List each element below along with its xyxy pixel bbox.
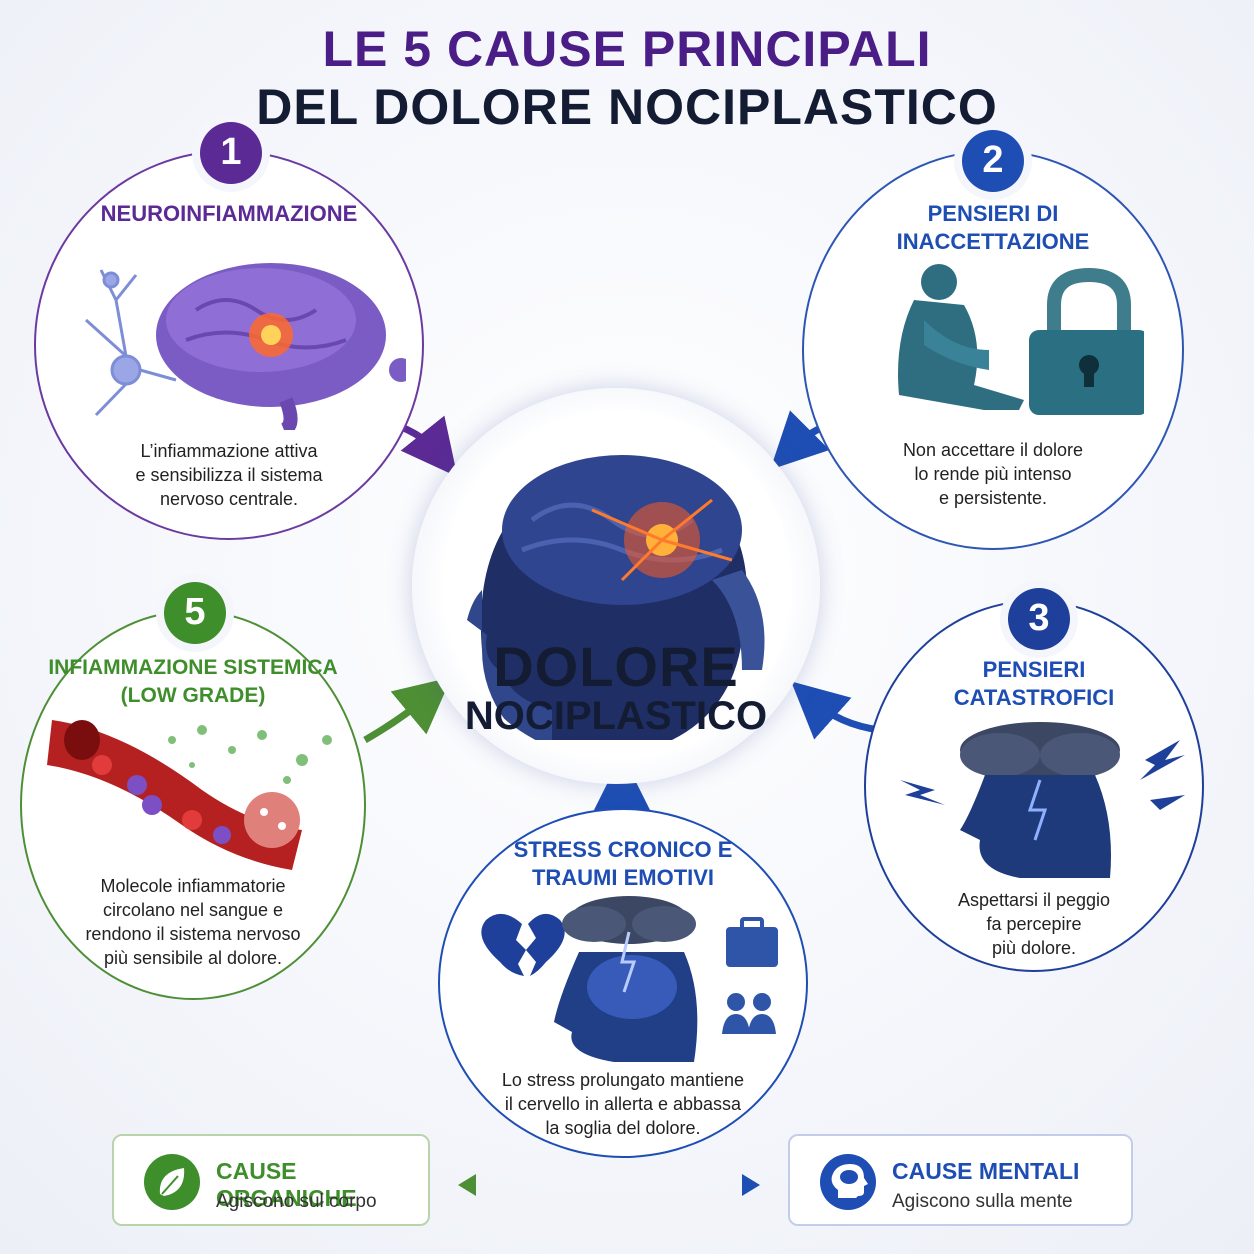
blood-vessel-icon: [47, 720, 302, 870]
leaf-icon: [144, 1154, 200, 1210]
storm-head-icon: [960, 722, 1120, 878]
head-pain-icon: [442, 410, 792, 760]
legend-organic-title: CAUSE ORGANICHE: [216, 1158, 357, 1211]
cause-3-illustration: [900, 722, 1185, 878]
cause-4-description: Lo stress prolungato mantiene il cervell…: [501, 1070, 745, 1138]
cause-1-illustration: [84, 263, 406, 430]
cause-5-title: INFIAMMAZIONE SISTEMICA(LOW GRADE): [48, 656, 338, 707]
head-brain-icon: [820, 1154, 876, 1210]
cause-5-illustration: [47, 720, 332, 870]
cause-2-description: Non accettare il dolore lo rende più int…: [902, 440, 1084, 508]
legend-organic-causes: CAUSE ORGANICHE Agiscono sul corpo: [112, 1134, 430, 1226]
legend-organic-subtitle: Agiscono sul corpo: [216, 1191, 377, 1212]
cause-5-description: Molecole infiammatorie circolano nel san…: [85, 876, 301, 968]
page-title-line1: LE 5 CAUSE PRINCIPALI: [322, 21, 932, 77]
neuron-icon: [84, 269, 177, 417]
cause-5-number: 5: [164, 582, 226, 644]
cause-1-number: 1: [200, 122, 262, 184]
legend-mental-causes: CAUSE MENTALI Agiscono sulla mente: [788, 1134, 1133, 1226]
center-illustration: [442, 410, 792, 760]
lightning-icon: [900, 740, 1185, 810]
cause-3-number: 3: [1008, 588, 1070, 650]
legend-mental-title: CAUSE MENTALI: [892, 1158, 1080, 1184]
padlock-icon: [1029, 267, 1144, 415]
broken-heart-icon: [481, 913, 565, 976]
brain-icon: [156, 263, 386, 430]
cause-4-illustration: [481, 896, 778, 1062]
storm-brain-icon: [554, 896, 698, 1062]
cause-1-description: L’infiammazione attiva e sensibilizza il…: [135, 441, 323, 509]
cause-2-illustration: [898, 264, 1144, 415]
center-title-line1: DOLORE: [493, 635, 739, 698]
cause-2-number: 2: [962, 130, 1024, 192]
cause-1-title: NEUROINFIAMMAZIONE: [100, 201, 358, 226]
cause-1-circle: 1 NEUROINFIAMMAZIONE L’infiammazione att…: [34, 122, 424, 540]
legend-mental-subtitle: Agiscono sulla mente: [892, 1191, 1073, 1212]
briefcase-icon: [726, 917, 778, 967]
center-title-line2: NOCIPLASTICO: [464, 694, 768, 738]
page-title-line2: DEL DOLORE NOCIPLASTICO: [256, 79, 998, 135]
virus-icon: [244, 792, 300, 848]
sitting-person-icon: [898, 264, 1024, 410]
cause-3-description: Aspettarsi il peggio fa percepire più do…: [957, 890, 1111, 958]
people-icon: [722, 993, 776, 1034]
arrow-5-to-center: [363, 677, 452, 744]
cause-5-circle: 5 INFIAMMAZIONE SISTEMICA(LOW GRADE) Mol…: [20, 582, 366, 1000]
